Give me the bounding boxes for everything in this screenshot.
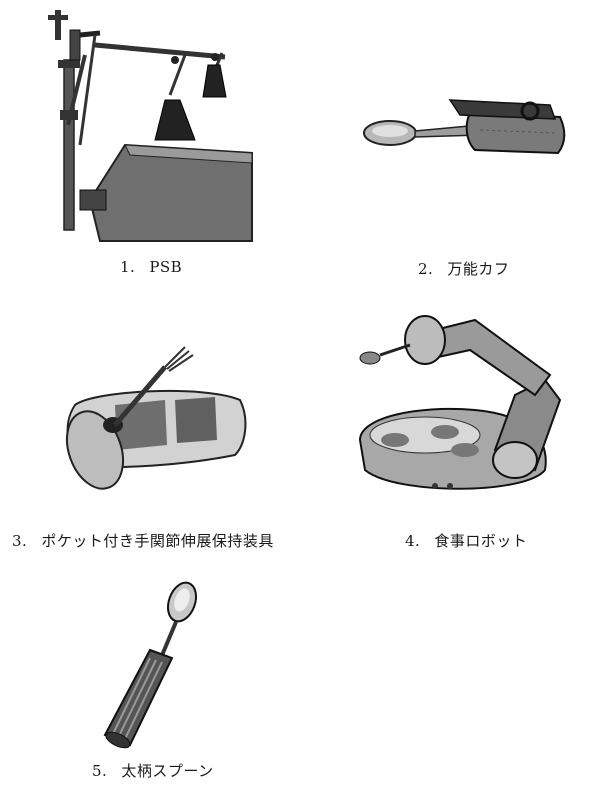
psb-illustration [40, 5, 260, 245]
caption-3: 3. ポケット付き手関節伸展保持装具 [12, 530, 274, 551]
thick-handle-spoon-illustration [90, 580, 210, 750]
universal-cuff-spoon-icon [363, 99, 566, 155]
caption-1-label: PSB [149, 258, 183, 276]
psb-arm-support-icon [48, 10, 253, 242]
caption-1: 1. PSB [120, 258, 182, 276]
caption-2-label: 万能カフ [447, 260, 510, 278]
caption-2-number: 2. [418, 260, 434, 278]
feeding-robot-illustration [355, 300, 580, 505]
caption-5-number: 5. [92, 762, 108, 780]
caption-3-number: 3. [12, 532, 28, 550]
caption-5: 5. 太柄スプーン [92, 760, 214, 781]
universal-cuff-illustration [360, 95, 570, 170]
caption-4: 4. 食事ロボット [405, 530, 527, 551]
caption-3-label: ポケット付き手関節伸展保持装具 [41, 532, 274, 550]
caption-2: 2. 万能カフ [418, 258, 509, 279]
caption-5-label: 太柄スプーン [121, 762, 214, 780]
thick-handle-spoon-icon [103, 581, 198, 749]
wrist-splint-illustration [55, 345, 255, 495]
wrist-splint-fork-icon [65, 346, 247, 490]
feeding-robot-icon [358, 315, 562, 490]
caption-1-number: 1. [120, 258, 136, 276]
caption-4-label: 食事ロボット [434, 532, 528, 550]
caption-4-number: 4. [405, 532, 421, 550]
